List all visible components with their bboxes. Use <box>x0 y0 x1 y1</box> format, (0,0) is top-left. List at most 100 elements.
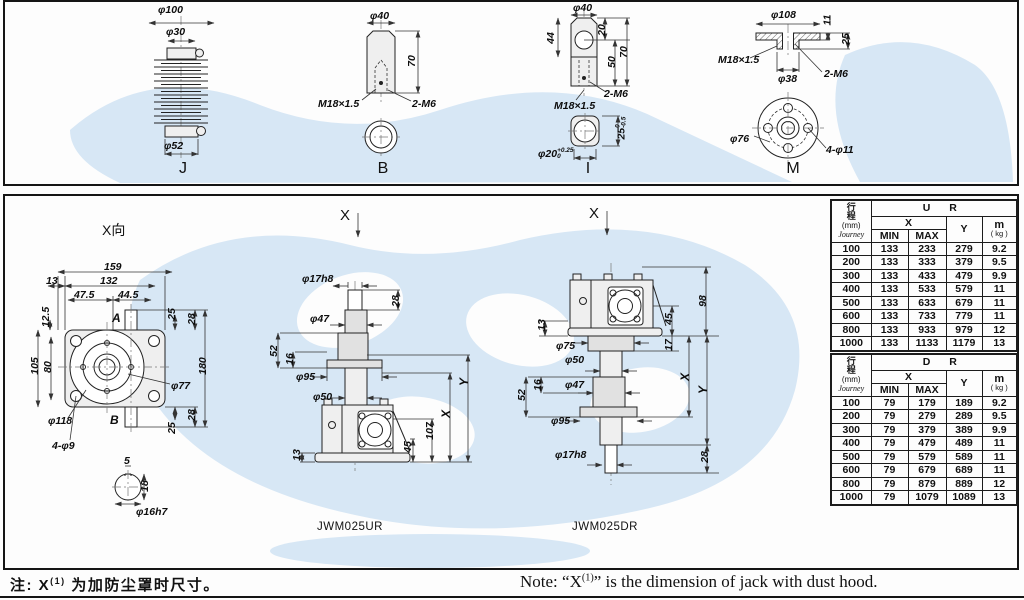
dim-phi47: φ47 <box>565 379 585 391</box>
dim-phi17h8: φ17h8 <box>302 273 334 285</box>
table-cell: 1179 <box>945 336 983 351</box>
shaft-detail <box>112 465 147 507</box>
journey-header: 行 程 (mm) Journey <box>830 199 872 243</box>
col-header-min: MIN <box>870 228 909 243</box>
table-cell: 13 <box>981 490 1018 505</box>
table-cell: 1133 <box>907 336 947 351</box>
dim-70: 70 <box>617 46 630 58</box>
table-cell: 500 <box>830 295 872 310</box>
dim-phi38: φ38 <box>778 73 798 85</box>
dim-25: 25 <box>839 33 852 45</box>
dim-thread: M18×1.5 <box>718 54 760 66</box>
journey-unit: (mm) <box>841 221 861 231</box>
model-label-ur: JWM025UR <box>317 521 383 533</box>
table-cell: 600 <box>830 463 872 478</box>
dim-70: 70 <box>405 55 418 67</box>
note-en-suffix: ” is the dimension of jack with dust hoo… <box>593 572 878 591</box>
dim-50: 50 <box>605 56 618 68</box>
journey-unit: (mm) <box>841 375 861 385</box>
dim-y: Y <box>457 377 472 387</box>
col-header-m: m ( kg ) <box>981 215 1018 243</box>
col-header-max: MAX <box>907 228 947 243</box>
table-cell: 100 <box>830 395 872 410</box>
table-cell: 11 <box>981 295 1018 310</box>
table-cell: 133 <box>870 268 909 283</box>
clevis-body <box>555 8 630 101</box>
model-label-dr: JWM025DR <box>572 521 638 533</box>
note-cn-prefix: 注: X <box>10 577 51 594</box>
flange-section <box>749 21 851 73</box>
note-en-prefix: Note: “X <box>520 572 582 591</box>
ur-dimensions <box>275 282 472 463</box>
j-drawing-art <box>148 16 215 158</box>
col-header-x: X <box>870 215 947 230</box>
table-cell: 479 <box>907 436 947 451</box>
x-view-dimensions <box>35 269 208 441</box>
table-cell: 500 <box>830 449 872 464</box>
table-cell: 11 <box>981 449 1018 464</box>
dim-107: 107 <box>423 422 436 440</box>
dim-44-5: 44.5 <box>118 289 139 301</box>
journey-en: Journey <box>838 384 865 394</box>
dim-phi52: φ52 <box>164 140 184 152</box>
table-ur: 行 程 (mm) Journey U R X Y m ( kg ) MIN MA… <box>830 199 1019 352</box>
dim-phi75: φ75 <box>556 340 576 352</box>
x-view-art <box>35 269 208 507</box>
note-english: Note: “X(1)” is the dimension of jack wi… <box>520 572 878 592</box>
journey-header: 行 程 (mm) Journey <box>830 353 872 397</box>
dim-shaft-phi16h7: φ16h7 <box>136 506 168 518</box>
table-cell: 1000 <box>830 336 872 351</box>
dim-phi17h8: φ17h8 <box>555 449 587 461</box>
dim-44: 44 <box>544 32 557 44</box>
table-cell: 1079 <box>907 490 947 505</box>
dim-45: 45 <box>401 441 414 453</box>
dim-28: 28 <box>698 451 711 463</box>
table-cell: 400 <box>830 282 872 297</box>
dim-105: 105 <box>28 357 41 375</box>
point-a: A <box>112 311 121 325</box>
dim-13: 13 <box>290 449 303 461</box>
dim-phi40: φ40 <box>370 10 390 22</box>
journey-cn-1: 行 <box>846 202 856 213</box>
col-m-unit: ( kg ) <box>990 383 1008 392</box>
table-cell: 79 <box>870 490 909 505</box>
table-cell: 533 <box>907 282 947 297</box>
table-cell: 1089 <box>945 490 983 505</box>
b-drawing-art <box>361 20 421 156</box>
table-cell: 79 <box>870 409 909 424</box>
table-cell: 879 <box>907 476 947 491</box>
flange-bottom-view <box>752 92 827 164</box>
dim-52: 52 <box>515 389 528 401</box>
note-chinese: 注: X(1) 为加防尘罩时尺寸。 <box>10 574 220 595</box>
dim-phi95: φ95 <box>296 371 316 383</box>
dim-phi40: φ40 <box>573 2 593 14</box>
table-cell: 12 <box>981 322 1018 337</box>
dim-180: 180 <box>196 357 209 375</box>
dim-17: 17 <box>662 339 675 351</box>
drawing-b-cylinder: φ40 70 M18×1.5 2-M6 B <box>318 2 453 184</box>
dim-16: 16 <box>531 379 544 391</box>
dim-x: X <box>439 409 454 419</box>
dim-phi20-tol-upper: +0.25 <box>557 147 574 155</box>
table-cell: 489 <box>945 436 983 451</box>
top-panel <box>3 0 1019 186</box>
drawing-x-view: X向 159 13 132 47.5 44.5 25 28 12.5 105 8… <box>18 208 248 533</box>
dim-12-5: 12.5 <box>40 306 53 328</box>
dim-thread: M18×1.5 <box>554 100 596 112</box>
table-dr: 行 程 (mm) Journey D R X Y m ( kg ) MIN MA… <box>830 353 1019 506</box>
col-m-label: m <box>994 219 1005 231</box>
table-cell: 979 <box>945 322 983 337</box>
col-header-max: MAX <box>907 382 947 397</box>
dim-13: 13 <box>535 319 548 331</box>
table-cell: 79 <box>870 422 909 437</box>
table-cell: 933 <box>907 322 947 337</box>
table-cell: 300 <box>830 268 872 283</box>
